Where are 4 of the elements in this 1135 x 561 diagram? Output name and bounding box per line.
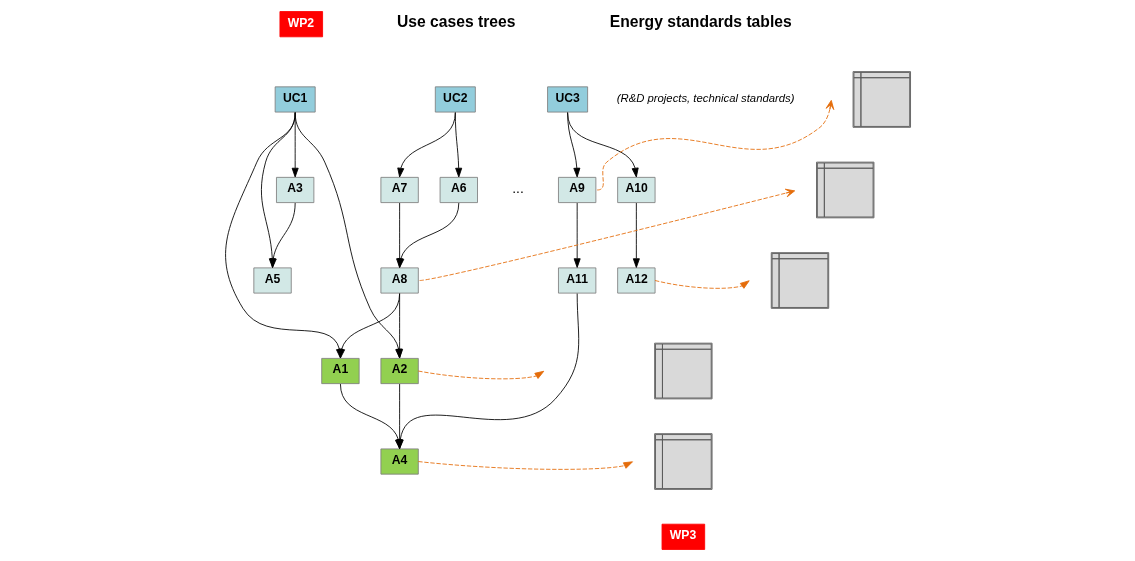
label: ... <box>511 180 524 197</box>
label: Use cases trees <box>396 13 515 31</box>
label: Energy standards tables <box>609 13 792 31</box>
label: (R&D projects, technical standards) <box>616 91 794 104</box>
